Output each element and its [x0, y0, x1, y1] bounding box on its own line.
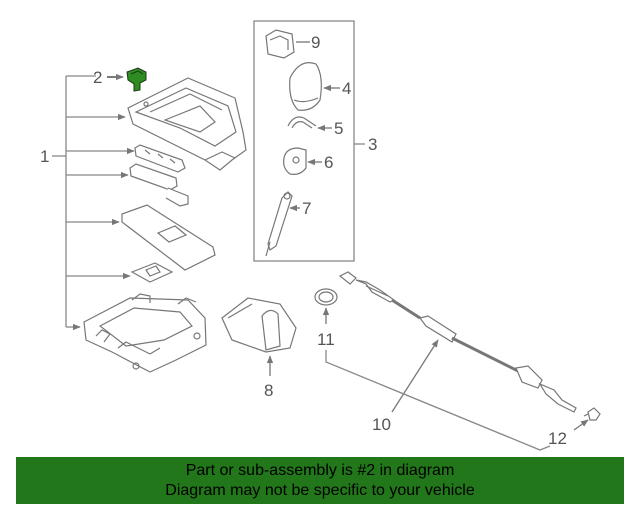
part-8-housing[interactable] [221, 297, 297, 353]
part-1-trim-strip-a[interactable] [134, 144, 186, 173]
callout-8[interactable]: 8 [264, 381, 273, 400]
callout-1-bracket [52, 75, 135, 331]
callout-3-group-box [253, 20, 355, 262]
part-1-trim-strip-b[interactable] [129, 163, 189, 207]
part-1-small-pad[interactable] [130, 262, 174, 283]
leader-11-to-12 [325, 350, 551, 451]
part-1-base-frame[interactable] [83, 293, 207, 373]
callout-9[interactable]: 9 [311, 33, 320, 52]
callout-6[interactable]: 6 [324, 153, 333, 172]
callout-5[interactable]: 5 [334, 119, 343, 138]
part-9-bracket[interactable] [265, 29, 295, 59]
banner-line-1: Part or sub-assembly is #2 in diagram [185, 462, 455, 479]
part-11-ring[interactable] [314, 288, 338, 306]
part-5-clip[interactable] [287, 116, 317, 129]
part-12-connector[interactable] [583, 407, 601, 421]
callout-1[interactable]: 1 [40, 147, 49, 166]
info-banner: Part or sub-assembly is #2 in diagram Di… [16, 457, 624, 504]
part-10-cable[interactable] [338, 271, 577, 413]
callout-3[interactable]: 3 [368, 135, 377, 154]
part-6-boot[interactable] [283, 147, 307, 175]
callout-11[interactable]: 11 [317, 330, 335, 349]
part-1-cover[interactable] [127, 77, 247, 171]
callout-7[interactable]: 7 [302, 199, 311, 218]
callout-10[interactable]: 10 [372, 415, 391, 434]
part-2-clip[interactable] [126, 67, 147, 92]
part-7-rod[interactable] [265, 191, 293, 257]
callout-12[interactable]: 12 [548, 429, 567, 448]
part-1-plate[interactable] [121, 204, 216, 271]
callout-2[interactable]: 2 [93, 68, 102, 87]
part-4-shift-knob[interactable] [289, 62, 322, 111]
callout-4[interactable]: 4 [342, 79, 351, 98]
banner-line-2: Diagram may not be specific to your vehi… [165, 482, 475, 499]
